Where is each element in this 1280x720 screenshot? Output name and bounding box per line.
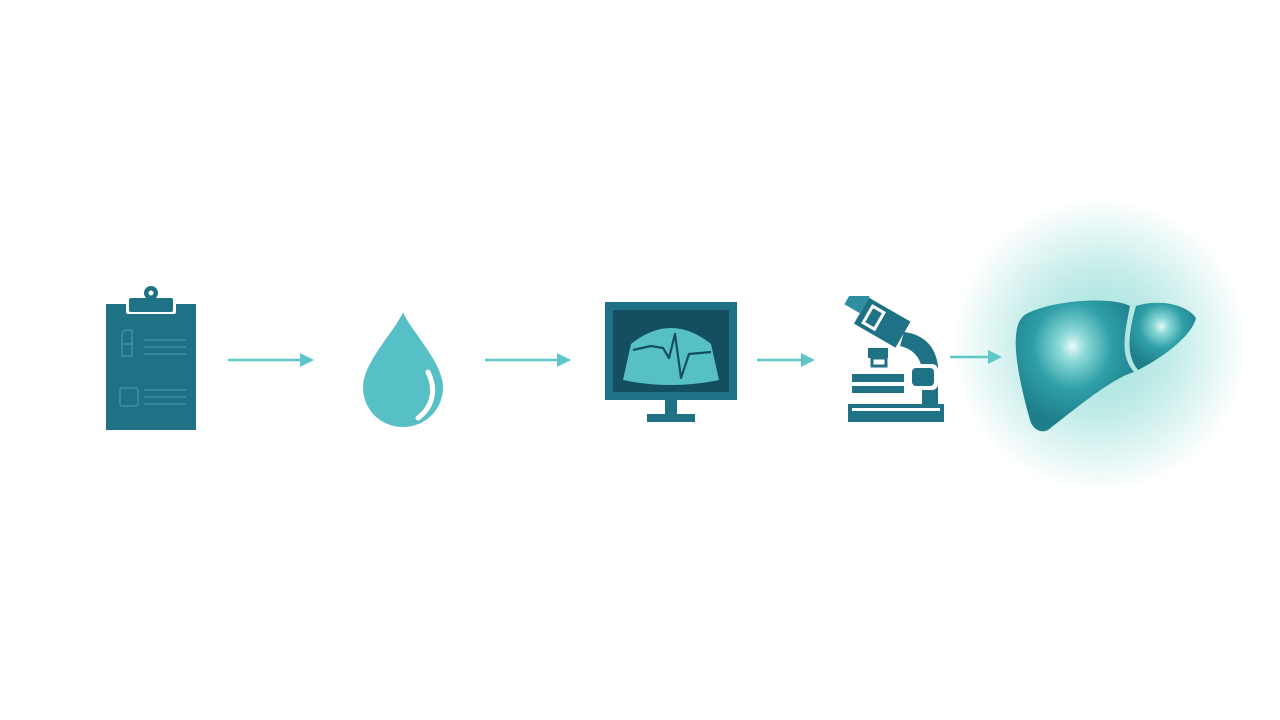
blood-drop-icon [358,310,448,430]
arrow-3 [757,350,815,370]
ultrasound-monitor-icon [603,300,739,426]
clipboard-icon [104,284,198,432]
arrow-2 [485,350,571,370]
microscope-icon [838,296,948,426]
arrow-1 [228,350,314,370]
liver-icon [1012,296,1198,436]
